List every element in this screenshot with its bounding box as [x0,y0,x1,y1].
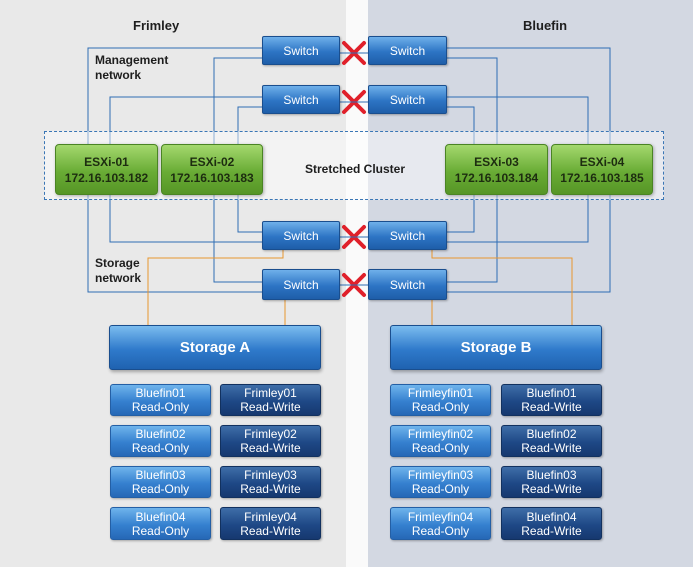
volume-b-3[interactable]: Frimleyfin02 Read-Only [390,425,491,457]
switch-frimley-storage-1[interactable]: Switch [262,221,340,250]
volume-a-1[interactable]: Bluefin01 Read-Only [110,384,211,416]
volume-mode: Read-Only [131,523,190,538]
host-esxi-01[interactable]: ESXi-01 172.16.103.182 [55,144,158,195]
volume-mode: Read-Write [521,400,582,414]
management-links [87,47,611,293]
volume-mode: Read-Only [411,400,470,414]
switch-bluefin-storage-2[interactable]: Switch [368,269,447,300]
host-name: ESXi-04 [579,154,625,169]
volume-b-2[interactable]: Bluefin01 Read-Write [501,384,602,416]
volume-name: Bluefin01 [135,386,186,400]
host-name: ESXi-01 [84,154,129,169]
volume-a-7[interactable]: Bluefin04 Read-Only [110,507,211,540]
volume-mode: Read-Write [240,400,301,414]
host-ip: 172.16.103.185 [560,170,644,185]
storage-b[interactable]: Storage B [390,325,602,370]
volume-name: Bluefin02 [135,427,186,441]
volume-mode: Read-Only [131,400,190,414]
volume-name: Frimley02 [244,427,297,441]
volume-a-4[interactable]: Frimley02 Read-Write [220,425,321,457]
volume-mode: Read-Write [521,482,582,496]
switch-frimley-storage-2[interactable]: Switch [262,269,340,300]
volume-b-1[interactable]: Frimleyfin01 Read-Only [390,384,491,416]
volume-a-6[interactable]: Frimley03 Read-Write [220,466,321,498]
host-name: ESXi-03 [474,154,519,169]
volume-name: Frimley03 [244,468,297,482]
volume-b-8[interactable]: Bluefin04 Read-Write [501,507,602,540]
volume-name: Bluefin03 [526,468,577,482]
volume-b-5[interactable]: Frimleyfin03 Read-Only [390,466,491,498]
host-esxi-03[interactable]: ESXi-03 172.16.103.184 [445,144,548,195]
volume-mode: Read-Write [240,482,301,496]
switch-bluefin-mgmt-1[interactable]: Switch [368,36,447,65]
volume-name: Frimley04 [244,509,297,524]
inter-site-links [340,52,368,286]
host-esxi-04[interactable]: ESXi-04 172.16.103.185 [551,144,653,195]
host-ip: 172.16.103.184 [454,170,539,185]
host-esxi-02[interactable]: ESXi-02 172.16.103.183 [161,144,263,195]
volume-mode: Read-Only [411,523,470,538]
switch-frimley-mgmt-1[interactable]: Switch [262,36,340,65]
volume-mode: Read-Only [411,482,470,496]
volume-b-4[interactable]: Bluefin02 Read-Write [501,425,602,457]
volume-name: Frimleyfin03 [407,468,474,482]
volume-a-3[interactable]: Bluefin02 Read-Only [110,425,211,457]
volume-mode: Read-Only [411,441,470,455]
storage-links [147,250,573,325]
volume-mode: Read-Only [131,482,190,496]
volume-name: Bluefin03 [135,468,186,482]
volume-name: Frimley01 [244,386,297,400]
volume-name: Bluefin02 [526,427,577,441]
volume-mode: Read-Write [240,441,301,455]
volume-mode: Read-Write [240,523,301,538]
volume-name: Frimleyfin01 [407,386,474,400]
host-name: ESXi-02 [189,154,235,169]
host-ip: 172.16.103.183 [170,170,254,185]
site-label-frimley: Frimley [133,18,180,33]
volume-b-6[interactable]: Bluefin03 Read-Write [501,466,602,498]
volume-a-2[interactable]: Frimley01 Read-Write [220,384,321,416]
volume-a-5[interactable]: Bluefin03 Read-Only [110,466,211,498]
volume-a-8[interactable]: Frimley04 Read-Write [220,507,321,540]
switch-bluefin-storage-1[interactable]: Switch [368,221,447,250]
volume-name: Bluefin04 [526,509,577,524]
switch-bluefin-mgmt-2[interactable]: Switch [368,85,447,114]
volume-mode: Read-Only [131,441,190,455]
stretched-cluster-label: Stretched Cluster [304,162,406,176]
host-ip: 172.16.103.182 [64,170,149,185]
site-label-bluefin: Bluefin [523,18,568,33]
storage-a[interactable]: Storage A [109,325,321,370]
volume-name: Bluefin04 [135,509,186,524]
volume-name: Bluefin01 [526,386,577,400]
volume-b-7[interactable]: Frimleyfin04 Read-Only [390,507,491,540]
volume-name: Frimleyfin02 [407,427,474,441]
volume-mode: Read-Write [521,441,582,455]
switch-frimley-mgmt-2[interactable]: Switch [262,85,340,114]
volume-mode: Read-Write [521,523,582,538]
volume-name: Frimleyfin04 [407,509,474,524]
